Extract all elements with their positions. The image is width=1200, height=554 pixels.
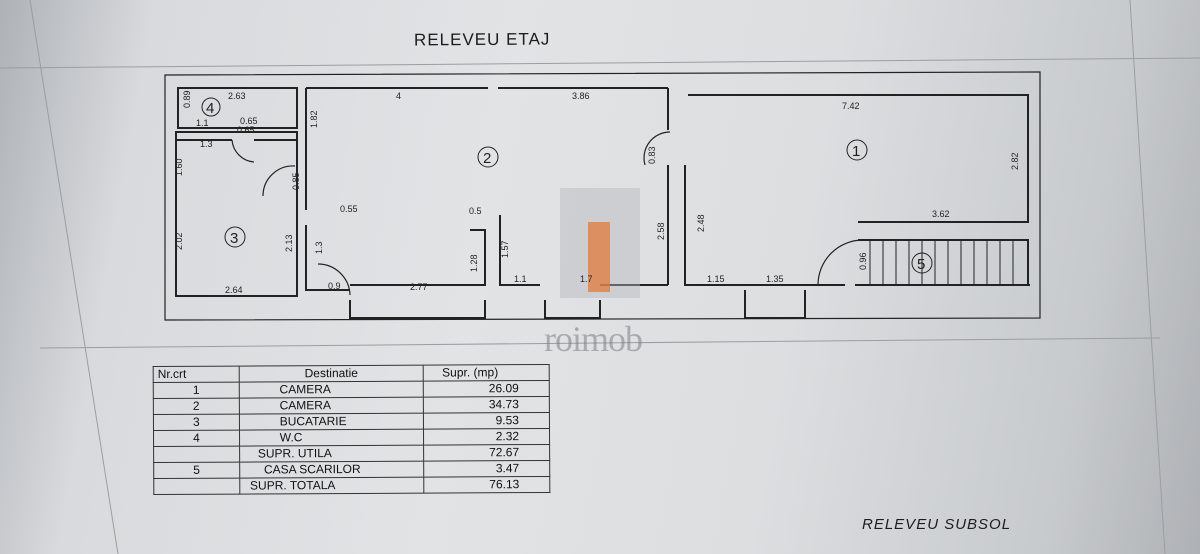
cell-dest: CASA SCARILOR xyxy=(239,461,425,479)
footer-title: RELEVEU SUBSOL xyxy=(862,516,1012,533)
cell-supr: 26.09 xyxy=(423,380,550,398)
dim-label: 1.3 xyxy=(314,241,324,254)
cell-supr: 76.13 xyxy=(424,476,550,494)
cell-nr: 1 xyxy=(153,382,240,399)
cell-dest: BUCATARIE xyxy=(239,413,424,431)
cell-supr: 3.47 xyxy=(424,460,550,478)
table-header-row: Nr.crt Destinatie Supr. (mp) xyxy=(153,364,550,383)
room-4-label: 4 xyxy=(206,100,214,117)
room-3-label: 3 xyxy=(230,230,238,247)
cell-supr: 9.53 xyxy=(423,412,550,430)
dim-label: 1.1 xyxy=(514,274,527,284)
dim-label: 1.35 xyxy=(766,274,784,284)
dim-label: 0.83 xyxy=(647,146,657,164)
watermark-text: roimob xyxy=(544,319,643,359)
watermark-logo xyxy=(560,188,640,298)
room-labels: 1 2 3 4 5 xyxy=(201,97,933,274)
cell-dest: CAMERA xyxy=(238,381,424,399)
cell-dest: W.C xyxy=(239,429,425,447)
room-5-label: 5 xyxy=(917,256,925,273)
cell-nr: 3 xyxy=(153,414,240,431)
dim-label: 0.89 xyxy=(182,90,192,108)
dimension-labels: 2.63 0.89 1.1 0.65 0.65 1.3 1.82 1.60 0.… xyxy=(174,90,1020,295)
header-suprafata: Supr. (mp) xyxy=(423,364,550,382)
table-row: 1 CAMERA 26.09 xyxy=(153,380,550,399)
area-table: Nr.crt Destinatie Supr. (mp) 1 CAMERA 26… xyxy=(153,364,551,495)
cell-dest: SUPR. UTILA xyxy=(239,445,425,463)
dim-label: 0.65 xyxy=(240,116,258,126)
dim-label: 0.96 xyxy=(858,252,868,270)
cell-nr xyxy=(153,446,240,463)
dim-label: 2.02 xyxy=(174,232,184,250)
cell-nr: 2 xyxy=(153,398,240,415)
dim-label: 3.62 xyxy=(932,209,950,219)
dim-label: 0.85 xyxy=(291,172,301,190)
cell-dest: SUPR. TOTALA xyxy=(239,477,425,495)
table-row: 2 CAMERA 34.73 xyxy=(153,396,550,415)
cell-supr: 34.73 xyxy=(423,396,550,414)
dim-label: 1.1 xyxy=(196,118,209,128)
header-destinatie: Destinatie xyxy=(238,365,424,383)
cell-dest: CAMERA xyxy=(239,397,424,415)
dim-label: 1.15 xyxy=(707,274,725,284)
dim-label: 0.55 xyxy=(340,204,358,214)
dim-label: 2.77 xyxy=(410,282,428,292)
dim-label: 2.63 xyxy=(228,91,246,101)
dim-label: 7.42 xyxy=(842,101,860,111)
room-1-label: 1 xyxy=(852,143,860,160)
dim-label: 1.28 xyxy=(469,254,479,272)
dim-label: 1.3 xyxy=(200,139,213,149)
dim-label: 2.48 xyxy=(696,214,706,232)
cell-nr: 5 xyxy=(153,462,240,479)
cell-nr xyxy=(153,478,240,495)
table-row: SUPR. TOTALA 76.13 xyxy=(153,476,550,495)
dim-label: 1.82 xyxy=(309,110,319,128)
door-swings xyxy=(231,131,864,296)
dim-label: 1.57 xyxy=(500,240,510,258)
dim-label: 3.86 xyxy=(572,91,590,101)
dim-label: 2.64 xyxy=(225,285,243,295)
cell-nr: 4 xyxy=(153,430,240,447)
dim-label: 0.9 xyxy=(328,281,341,291)
dim-label: 2.82 xyxy=(1010,152,1020,170)
room-2-label: 2 xyxy=(483,150,491,167)
header-nr: Nr.crt xyxy=(153,366,239,383)
walls xyxy=(164,71,1041,321)
dim-label: 0.5 xyxy=(469,206,482,216)
dim-label: 1.7 xyxy=(580,274,593,284)
dim-label: 4 xyxy=(396,91,401,101)
dim-label: 2.13 xyxy=(284,234,294,252)
dim-label: 2.58 xyxy=(656,222,666,240)
cell-supr: 72.67 xyxy=(424,444,550,462)
cell-supr: 2.32 xyxy=(423,428,550,446)
table-row: SUPR. UTILA 72.67 xyxy=(153,444,550,463)
stair-treads xyxy=(869,240,1014,285)
dim-label: 0.65 xyxy=(237,125,255,135)
dim-label: 1.60 xyxy=(174,158,184,176)
